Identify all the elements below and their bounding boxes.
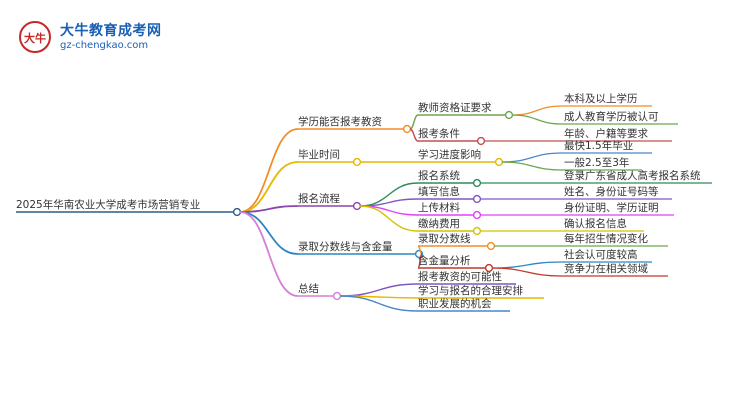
branch-connector: [239, 128, 299, 213]
subtopic: 职业发展的机会: [418, 298, 492, 310]
branch-connector: [239, 211, 299, 297]
subtopic: 录取分数线: [418, 233, 471, 245]
subtopic-node-dot: [472, 194, 482, 204]
leaf-topic: 本科及以上学历: [564, 93, 638, 105]
logo-mark-text: 大牛: [24, 31, 46, 45]
subtopic: 教师资格证要求: [418, 102, 492, 114]
root-node-dot: [232, 207, 242, 217]
branch-connector: [239, 161, 299, 213]
root-topic: 2025年华南农业大学成考市场营销专业: [16, 199, 201, 211]
subtopic: 学习进度影响: [418, 149, 481, 161]
subtopic: 含金量分析: [418, 255, 471, 267]
leaf-topic: 成人教育学历被认可: [564, 111, 659, 123]
subtopic: 缴纳费用: [418, 218, 460, 230]
branch-connector: [239, 211, 299, 255]
branch-topic: 报名流程: [298, 193, 340, 205]
leaf-topic: 确认报名信息: [564, 218, 627, 230]
subtopic-node-dot: [476, 136, 486, 146]
branch-topic: 学历能否报考教资: [298, 116, 382, 128]
branch-node-dot: [402, 124, 412, 134]
leaf-topic: 登录广东省成人高考报名系统: [564, 170, 701, 182]
leaf-topic: 社会认可度较高: [564, 249, 638, 261]
leaf-topic: 每年招生情况变化: [564, 233, 648, 245]
subtopic-connector: [409, 114, 419, 130]
branch-topic: 毕业时间: [298, 149, 340, 161]
subtopic-node-dot: [472, 178, 482, 188]
leaf-topic: 年龄、户籍等要求: [564, 128, 648, 140]
leaf-connector: [491, 261, 563, 269]
subtopic: 报名系统: [418, 170, 460, 182]
subtopic-node-dot: [472, 226, 482, 236]
branch-topic: 总结: [298, 283, 319, 295]
subtopic-connector: [339, 283, 419, 297]
leaf-topic: 竞争力在相关领域: [564, 263, 648, 275]
logo: 大牛 大牛教育成考网 gz-chengkao.com: [16, 18, 166, 58]
leaf-topic: 一般2.5至3年: [564, 157, 630, 169]
subtopic: 报考教资的可能性: [418, 271, 502, 283]
subtopic-connector: [359, 205, 419, 232]
leaf-connector: [511, 105, 563, 116]
logo-mark-icon: 大牛: [19, 21, 51, 53]
subtopic-node-dot: [486, 241, 496, 251]
leaf-topic: 最快1.5年毕业: [564, 140, 634, 152]
branch-topic: 录取分数线与含金量: [298, 241, 393, 253]
subtopic: 填写信息: [418, 186, 460, 198]
branch-connector: [239, 205, 299, 213]
subtopic-connector: [339, 295, 419, 312]
leaf-connector: [491, 267, 563, 277]
logo-brand: 大牛教育成考网: [60, 23, 162, 39]
branch-node-dot: [352, 157, 362, 167]
leaf-topic: 姓名、身份证号码等: [564, 186, 659, 198]
subtopic-connector: [409, 128, 419, 142]
leaf-connector: [501, 161, 563, 171]
logo-url: gz-chengkao.com: [60, 40, 149, 51]
subtopic: 学习与报名的合理安排: [418, 285, 523, 297]
branch-node-dot: [332, 291, 342, 301]
leaf-connector: [511, 114, 563, 125]
subtopic-node-dot: [504, 110, 514, 120]
subtopic-node-dot: [494, 157, 504, 167]
leaf-topic: 身份证明、学历证明: [564, 202, 659, 214]
branch-node-dot: [352, 201, 362, 211]
subtopic: 报考条件: [418, 128, 460, 140]
subtopic: 上传材料: [418, 202, 460, 214]
leaf-connector: [501, 152, 563, 163]
subtopic-node-dot: [472, 210, 482, 220]
